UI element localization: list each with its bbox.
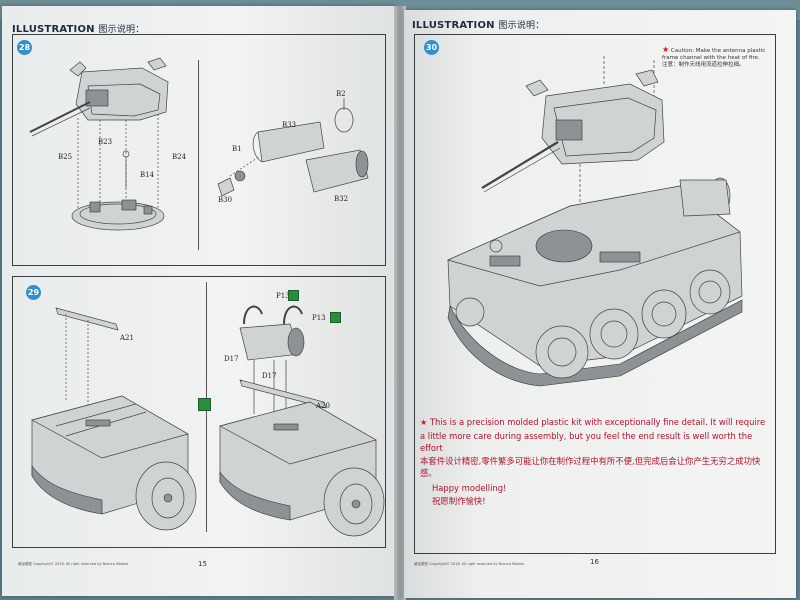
label-a21: A21 — [120, 334, 134, 342]
page-gutter — [394, 6, 406, 600]
label-b30: B30 — [218, 196, 233, 204]
label-b25: B25 — [58, 153, 73, 161]
step-29-badge: 29 — [26, 285, 41, 300]
bend-icon — [198, 398, 211, 411]
label-b32: B32 — [334, 195, 349, 203]
step-28-panel — [12, 34, 386, 266]
step-28-turret-drawing — [29, 57, 169, 231]
step-29-hull-right-drawing — [219, 305, 385, 537]
label-b33: B33 — [282, 121, 297, 129]
glue-icon-bottom — [330, 312, 341, 323]
step-28-divider — [198, 60, 199, 250]
caution-text: ★ Caution: Make the antenna plastic fram… — [662, 45, 766, 69]
step-30-tank-drawing — [446, 56, 743, 387]
label-b1: B1 — [232, 145, 242, 153]
label-b23: B23 — [98, 138, 113, 146]
label-b24: B24 — [172, 153, 187, 161]
step-28-badge: 28 — [17, 40, 32, 55]
label-d17-right: D17 — [262, 372, 277, 380]
left-header: ILLUSTRATION 图示说明： — [12, 24, 145, 35]
caution-star-icon: ★ — [662, 45, 670, 54]
label-a20: A20 — [316, 402, 330, 410]
glue-icon-top — [288, 290, 299, 301]
label-p13-bottom: P13 — [312, 314, 326, 322]
right-page-number: 16 — [590, 558, 599, 566]
step-28-hatch-drawing — [217, 98, 369, 197]
label-b2: B2 — [336, 90, 346, 98]
label-p13-top: P13 — [276, 292, 290, 300]
step-29-hull-left-drawing — [31, 307, 197, 531]
label-d17-left: D17 — [224, 355, 239, 363]
left-page-number: 15 — [198, 560, 207, 568]
kit-note: ★ This is a precision molded plastic kit… — [420, 417, 766, 478]
happy-modelling: Happy modelling! 祝愿制作愉快! — [432, 483, 507, 506]
right-header: ILLUSTRATION 图示说明： — [412, 20, 545, 31]
left-footer: 威龙模型 Copyright© 2016. All right reserved… — [18, 562, 129, 566]
step-30-panel — [414, 34, 776, 554]
step-30-badge: 30 — [424, 40, 439, 55]
label-b14: B14 — [140, 171, 155, 179]
note-star-icon: ★ — [420, 418, 428, 427]
step-29-panel — [12, 276, 386, 548]
right-footer: 威龙模型 Copyright© 2016. All right reserved… — [414, 562, 525, 566]
